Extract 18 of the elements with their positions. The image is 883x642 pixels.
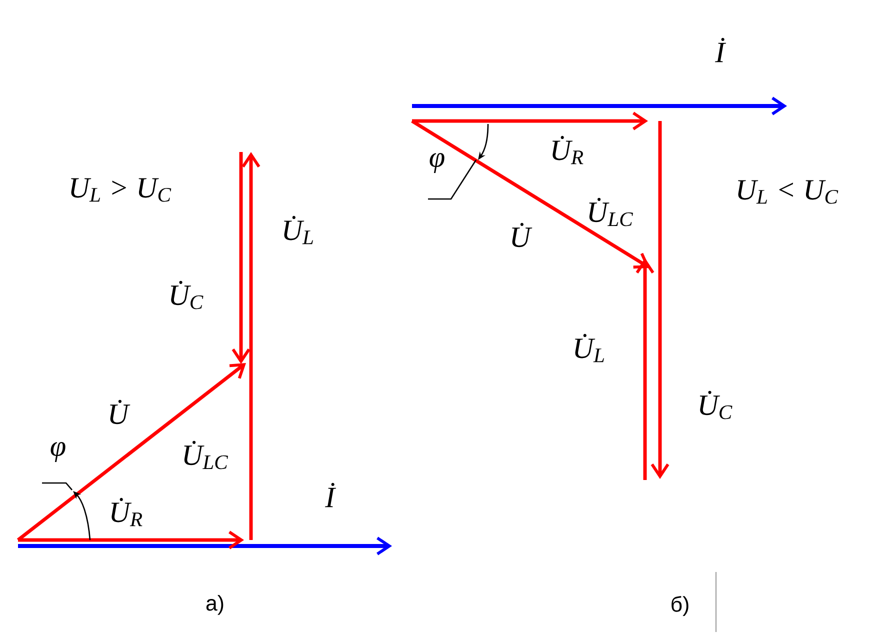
vector-label: U̇$_{LC}$ [589,198,633,226]
inequality-label: U$_{L}$ < U$_{C}$ [738,180,838,204]
vector-label: U̇$_{R}$ [112,498,142,526]
vector-label: U̇$_{LC}$ [184,440,228,470]
angle-label: φ [50,442,66,462]
panel-label: б) [672,596,688,616]
vector-label: U̇ [110,400,130,424]
panel-label: а) [206,595,224,615]
vector-label: U̇$_{L}$ [575,334,604,362]
vector-label: U̇$_{C}$ [170,280,204,310]
vector-label: İ [325,482,336,508]
inequality-label: U$_{L}$ > U$_{C}$ [71,178,172,202]
vector-label: U̇$_{L}$ [284,216,313,244]
vector-label: U̇$_{C}$ [700,390,732,420]
angle-label: φ [430,152,444,174]
vector-label: İ [715,38,726,62]
vector-label: U̇ [512,222,532,248]
vector-label: U̇$_{R}$ [552,136,584,164]
